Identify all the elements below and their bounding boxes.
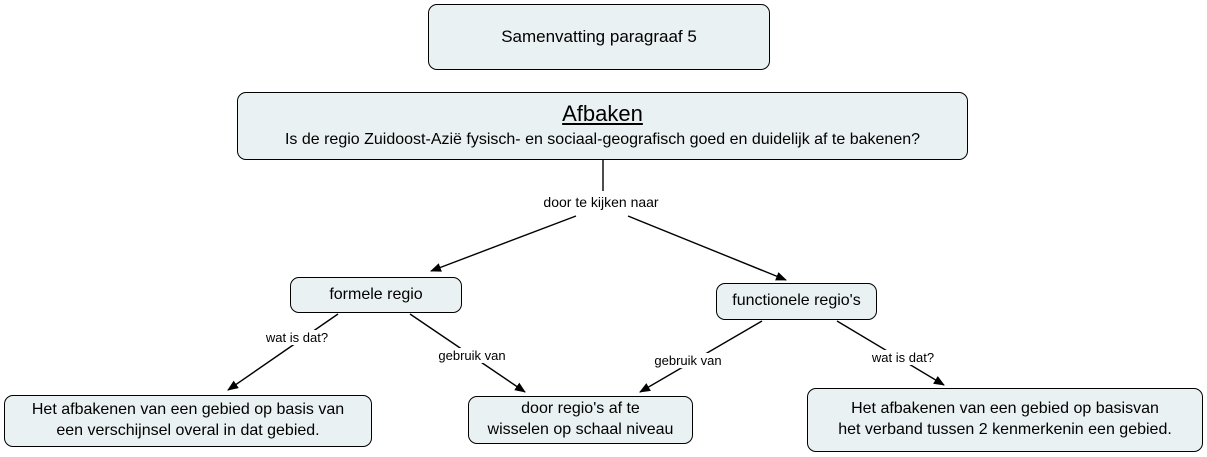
summary-title-label: Samenvatting paragraaf 5 [501,26,697,46]
node-formele-definition: Het afbakenen van een gebied op basis va… [4,395,372,447]
edge-formele-to-def [227,313,339,391]
node-functionele-regios: functionele regio's [716,283,877,320]
edge-to-formele [430,215,577,272]
root-title: Afbaken [562,100,643,126]
edge-to-functionele [627,215,787,281]
node-formele-regio: formele regio [290,277,462,313]
node-schaal-niveau: door regio's af te wisselen op schaal ni… [468,396,693,444]
edge-label-door-te-kijken-naar: door te kijken naar [539,194,663,210]
root-question: Is de regio Zuidoost-Azië fysisch- en so… [284,131,921,149]
edge-label-gebruik-van-right: gebruik van [650,353,726,368]
node-formele-regio-label: formele regio [329,285,423,303]
node-schaal-niveau-label: door regio's af te wisselen op schaal ni… [487,400,674,438]
edge-label-wat-is-dat-right: wat is dat? [867,350,939,365]
summary-title-box: Samenvatting paragraaf 5 [428,4,770,70]
edge-label-gebruik-van-left: gebruik van [434,348,510,363]
node-functionele-regios-label: functionele regio's [732,292,861,310]
node-functionele-definition: Het afbakenen van een gebied op basisvan… [807,388,1203,452]
node-formele-definition-label: Het afbakenen van een gebied op basis va… [31,401,345,439]
edge-label-wat-is-dat-left: wat is dat? [261,330,333,345]
node-functionele-definition-label: Het afbakenen van een gebied op basisvan… [838,400,1172,438]
root-question-box: Afbaken Is de regio Zuidoost-Azië fysisc… [237,92,968,160]
